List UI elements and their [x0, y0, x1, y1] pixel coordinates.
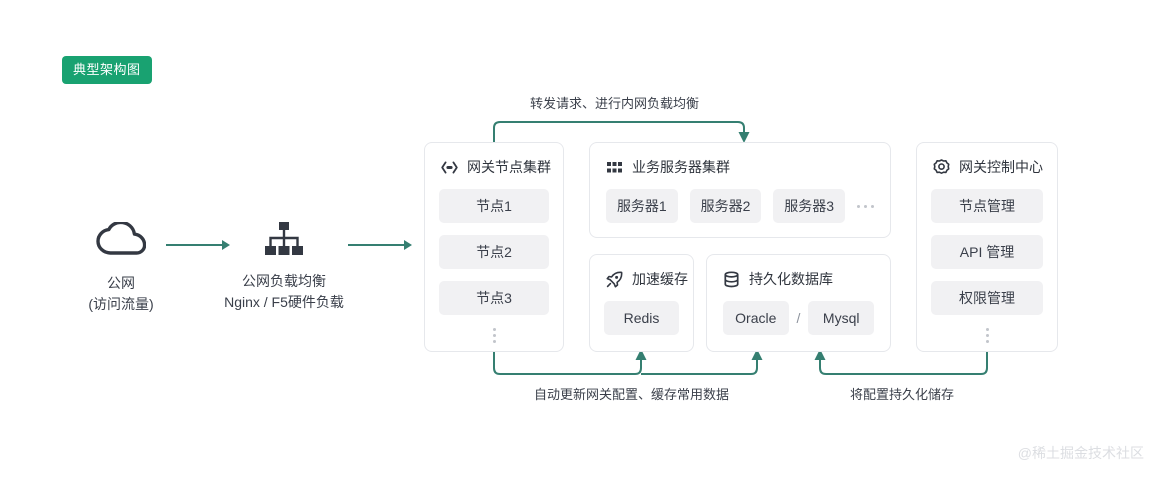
- card-gateway-body: 节点1 节点2 节点3: [425, 177, 563, 343]
- gear-icon: [933, 158, 950, 176]
- cloud-icon: [62, 220, 180, 263]
- card-accelerated-cache: 加速缓存 Redis: [589, 254, 694, 352]
- control-item[interactable]: API 管理: [931, 235, 1043, 269]
- load-balancer-node: 公网负载均衡 Nginx / F5硬件负载: [196, 222, 372, 313]
- card-servers-header: 业务服务器集群: [590, 143, 890, 177]
- arrow-lb-to-gateway-line: [348, 244, 404, 246]
- control-more-ellipsis-icon[interactable]: [931, 327, 1043, 343]
- control-item[interactable]: 节点管理: [931, 189, 1043, 223]
- sitemap-icon: [196, 222, 372, 261]
- gateway-node-item[interactable]: 节点3: [439, 281, 549, 315]
- gateway-node-item[interactable]: 节点1: [439, 189, 549, 223]
- annotation-top: 转发请求、进行内网负载均衡: [530, 96, 700, 111]
- arrow-cloud-to-lb-head: [222, 240, 230, 250]
- arrow-cloud-to-lb-line: [166, 244, 222, 246]
- database-item-oracle[interactable]: Oracle: [723, 301, 789, 335]
- annotation-bottom-right: 将配置持久化储存: [850, 387, 955, 402]
- gateway-node-item[interactable]: 节点2: [439, 235, 549, 269]
- card-control-body: 节点管理 API 管理 权限管理: [917, 177, 1057, 343]
- card-gateway-header: 网关节点集群: [425, 143, 563, 177]
- card-control-title: 网关控制中心: [959, 159, 1043, 175]
- card-cache-header: 加速缓存: [590, 255, 693, 289]
- card-control-header: 网关控制中心: [917, 143, 1057, 177]
- arrow-lb-to-gateway-head: [404, 240, 412, 250]
- gateway-more-ellipsis-icon[interactable]: [439, 327, 549, 343]
- watermark: @稀土掘金技术社区: [1017, 445, 1144, 461]
- rocket-icon: [606, 271, 623, 288]
- public-network-subtitle: (访问流量): [88, 296, 154, 312]
- card-database-body: Oracle / Mysql: [707, 289, 890, 335]
- card-persistent-database: 持久化数据库 Oracle / Mysql: [706, 254, 891, 352]
- public-network-title: 公网: [107, 275, 135, 291]
- public-network-node: 公网 (访问流量): [62, 220, 180, 315]
- control-item[interactable]: 权限管理: [931, 281, 1043, 315]
- cache-item-redis[interactable]: Redis: [604, 301, 679, 335]
- database-icon: [723, 270, 740, 288]
- card-database-header: 持久化数据库: [707, 255, 890, 289]
- servers-more-ellipsis-icon[interactable]: [857, 204, 875, 208]
- card-database-title: 持久化数据库: [749, 271, 833, 287]
- api-brackets-icon: [441, 159, 458, 176]
- card-gateway-title: 网关节点集群: [467, 159, 551, 175]
- card-cache-title: 加速缓存: [632, 271, 688, 287]
- card-business-server-cluster: 业务服务器集群 服务器1 服务器2 服务器3: [589, 142, 891, 238]
- card-cache-body: Redis: [590, 289, 693, 335]
- database-item-mysql[interactable]: Mysql: [808, 301, 874, 335]
- card-gateway-control-center: 网关控制中心 节点管理 API 管理 权限管理: [916, 142, 1058, 352]
- card-gateway-node-cluster: 网关节点集群 节点1 节点2 节点3: [424, 142, 564, 352]
- diagram-badge: 典型架构图: [62, 56, 152, 84]
- database-separator: /: [796, 310, 801, 326]
- apps-grid-icon: [606, 159, 623, 176]
- load-balancer-subtitle: Nginx / F5硬件负载: [224, 294, 344, 310]
- load-balancer-title: 公网负载均衡: [242, 273, 326, 289]
- card-servers-title: 业务服务器集群: [632, 159, 730, 175]
- card-servers-body: 服务器1 服务器2 服务器3: [590, 177, 890, 223]
- server-item[interactable]: 服务器2: [689, 189, 762, 223]
- annotation-bottom-left: 自动更新网关配置、缓存常用数据: [534, 387, 730, 402]
- server-item[interactable]: 服务器1: [606, 189, 678, 223]
- server-item[interactable]: 服务器3: [773, 189, 846, 223]
